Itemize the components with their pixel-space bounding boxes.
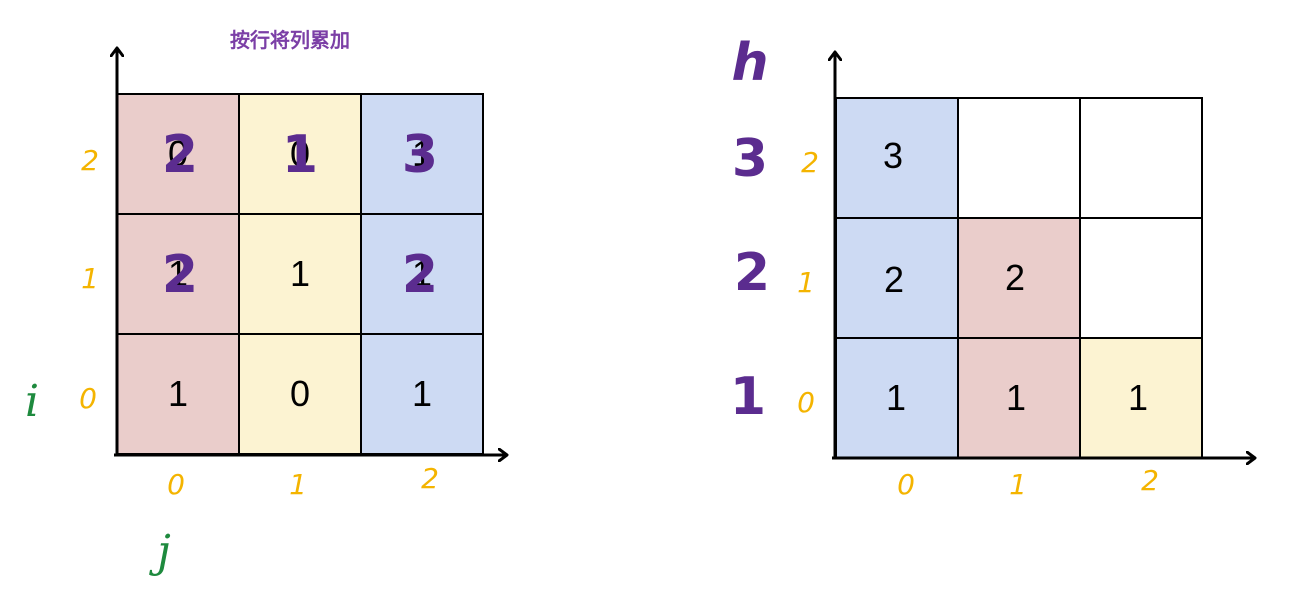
left-cell-r0-c0 — [116, 333, 240, 455]
right-cell-r1-c2 — [1079, 217, 1203, 339]
right-cell-r2-c2 — [1079, 97, 1203, 219]
diagram-title: 按行将列累加 — [230, 28, 350, 52]
right-height-value-1: 1 — [730, 367, 766, 427]
left-col-tick-1: 1 — [289, 468, 307, 501]
left-cell-r0-c1 — [238, 333, 362, 455]
left-value-r1-c2: 1 — [412, 253, 432, 294]
left-row-tick-0: 0 — [79, 382, 97, 415]
left-value-r2-c2: 1 — [412, 133, 432, 174]
right-height-value-2: 2 — [734, 243, 770, 303]
left-row-axis-label: i — [25, 376, 39, 427]
right-row-tick-1: 1 — [797, 266, 815, 299]
right-height-label: h — [731, 33, 768, 93]
right-col-tick-2: 2 — [1141, 464, 1159, 497]
left-cell-r1-c0 — [116, 213, 240, 335]
right-row-tick-2: 2 — [801, 146, 819, 179]
left-row-tick-2: 2 — [81, 144, 99, 177]
left-row-tick-1: 1 — [81, 262, 99, 295]
right-col-tick-0: 0 — [897, 468, 915, 501]
left-value-r0-c0: 1 — [168, 373, 188, 414]
right-cell-r0-c2 — [1079, 337, 1203, 459]
left-value-r0-c2: 1 — [412, 373, 432, 414]
right-value-r1-c0: 2 — [884, 259, 904, 300]
right-cell-r2-c0 — [835, 97, 959, 219]
left-overlay-r1-c2: 2 — [402, 245, 438, 305]
left-overlay-r2-c1: 1 — [282, 125, 318, 185]
left-overlay-r2-c2: 3 — [402, 125, 438, 185]
right-value-r1-c1: 2 — [1005, 257, 1025, 298]
right-cell-r1-c1 — [957, 217, 1081, 339]
left-overlay-r1-c0: 2 — [162, 245, 198, 305]
right-value-r0-c0: 1 — [886, 377, 906, 418]
left-cell-r1-c2 — [360, 213, 484, 335]
right-row-tick-0: 0 — [797, 386, 815, 419]
left-grid: 1 0 1 1 1 1 0 0 1 2 2 2 1 3 — [116, 93, 484, 455]
right-value-r0-c2: 1 — [1128, 377, 1148, 418]
left-value-r1-c0: 1 — [168, 253, 188, 294]
left-value-r1-c1: 1 — [290, 253, 310, 294]
left-cell-r2-c0 — [116, 93, 240, 215]
left-value-r2-c0: 0 — [168, 133, 188, 174]
right-value-r2-c0: 3 — [883, 135, 903, 176]
right-cell-r1-c0 — [835, 217, 959, 339]
right-height-value-3: 3 — [732, 129, 768, 189]
left-overlay-r2-c0: 2 — [162, 125, 198, 185]
left-value-r2-c1: 0 — [290, 133, 310, 174]
left-value-r0-c1: 0 — [290, 373, 310, 414]
left-col-tick-2: 2 — [421, 462, 439, 495]
right-cell-r2-c1 — [957, 97, 1081, 219]
right-cell-r0-c0 — [835, 337, 959, 459]
right-grid: 1 1 1 2 2 3 — [835, 97, 1203, 459]
left-col-tick-0: 0 — [167, 468, 185, 501]
right-col-tick-1: 1 — [1009, 468, 1027, 501]
left-col-axis-label: j — [148, 526, 171, 577]
right-value-r0-c1: 1 — [1006, 377, 1026, 418]
